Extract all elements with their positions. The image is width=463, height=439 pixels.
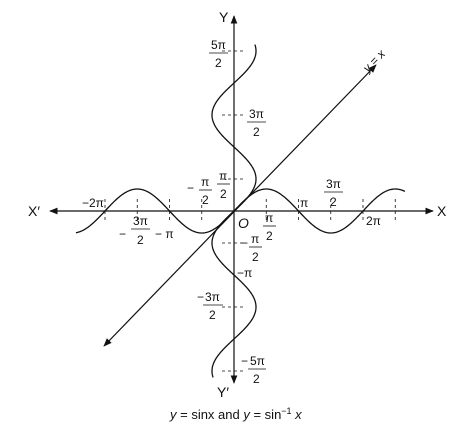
figure-caption: y = sinx and y = sin−1 x xyxy=(169,406,302,422)
y-tick-half-den: 2 xyxy=(220,187,227,201)
x-tick-neg-three-half-num: 3π xyxy=(133,214,148,228)
x-tick-two-pi: 2π xyxy=(366,214,381,228)
y-tick-neg-half-num: π xyxy=(251,232,259,246)
y-axis-neg-label: Y′ xyxy=(217,384,229,400)
y-tick-five-half-num: 5π xyxy=(211,38,226,52)
x-tick-neg-half-num: π xyxy=(201,175,209,189)
x-tick-neg-three-half-sign: − xyxy=(119,227,126,241)
y-tick-neg-half-den: 2 xyxy=(252,250,259,264)
x-tick-three-half-den: 2 xyxy=(330,195,337,209)
x-tick-half-den: 2 xyxy=(266,229,273,243)
x-axis-label: X xyxy=(437,203,447,219)
x-tick-neg-three-half-den: 2 xyxy=(137,233,144,247)
y-tick-neg-pi: −π xyxy=(237,266,252,280)
inverse-sine-curve xyxy=(211,44,257,378)
origin-label: O xyxy=(238,215,249,231)
y-tick-three-half-den: 2 xyxy=(253,125,260,139)
x-tick-half-num: π xyxy=(265,211,273,225)
y-tick-half-num: π xyxy=(219,169,227,183)
line-label: y = x xyxy=(359,46,388,76)
y-tick-three-half-num: 3π xyxy=(249,107,264,121)
y-tick-neg-five-half-num: 5π xyxy=(250,354,265,368)
y-tick-neg-five-half-den: 2 xyxy=(253,372,260,386)
y-tick-neg-three-half-den: 2 xyxy=(209,308,216,322)
x-axis-neg-label: X′ xyxy=(28,203,40,219)
y-tick-five-half-den: 2 xyxy=(215,56,222,70)
x-tick-neg-two-pi: −2π xyxy=(82,196,104,210)
y-axis-label: Y xyxy=(219,9,229,25)
y-tick-neg-three-half-num: 3π xyxy=(205,290,220,304)
x-tick-neg-half-den: 2 xyxy=(202,193,209,207)
x-tick-three-half-num: 3π xyxy=(326,177,341,191)
x-tick-neg-pi: − π xyxy=(155,227,174,241)
y-tick-neg-five-half-sign: − xyxy=(241,354,248,368)
x-tick-neg-half-sign: − xyxy=(187,181,194,195)
x-tick-pi: π xyxy=(300,196,308,210)
y-tick-neg-three-half-sign: − xyxy=(197,290,204,304)
y-tick-neg-half-sign: − xyxy=(241,236,248,250)
